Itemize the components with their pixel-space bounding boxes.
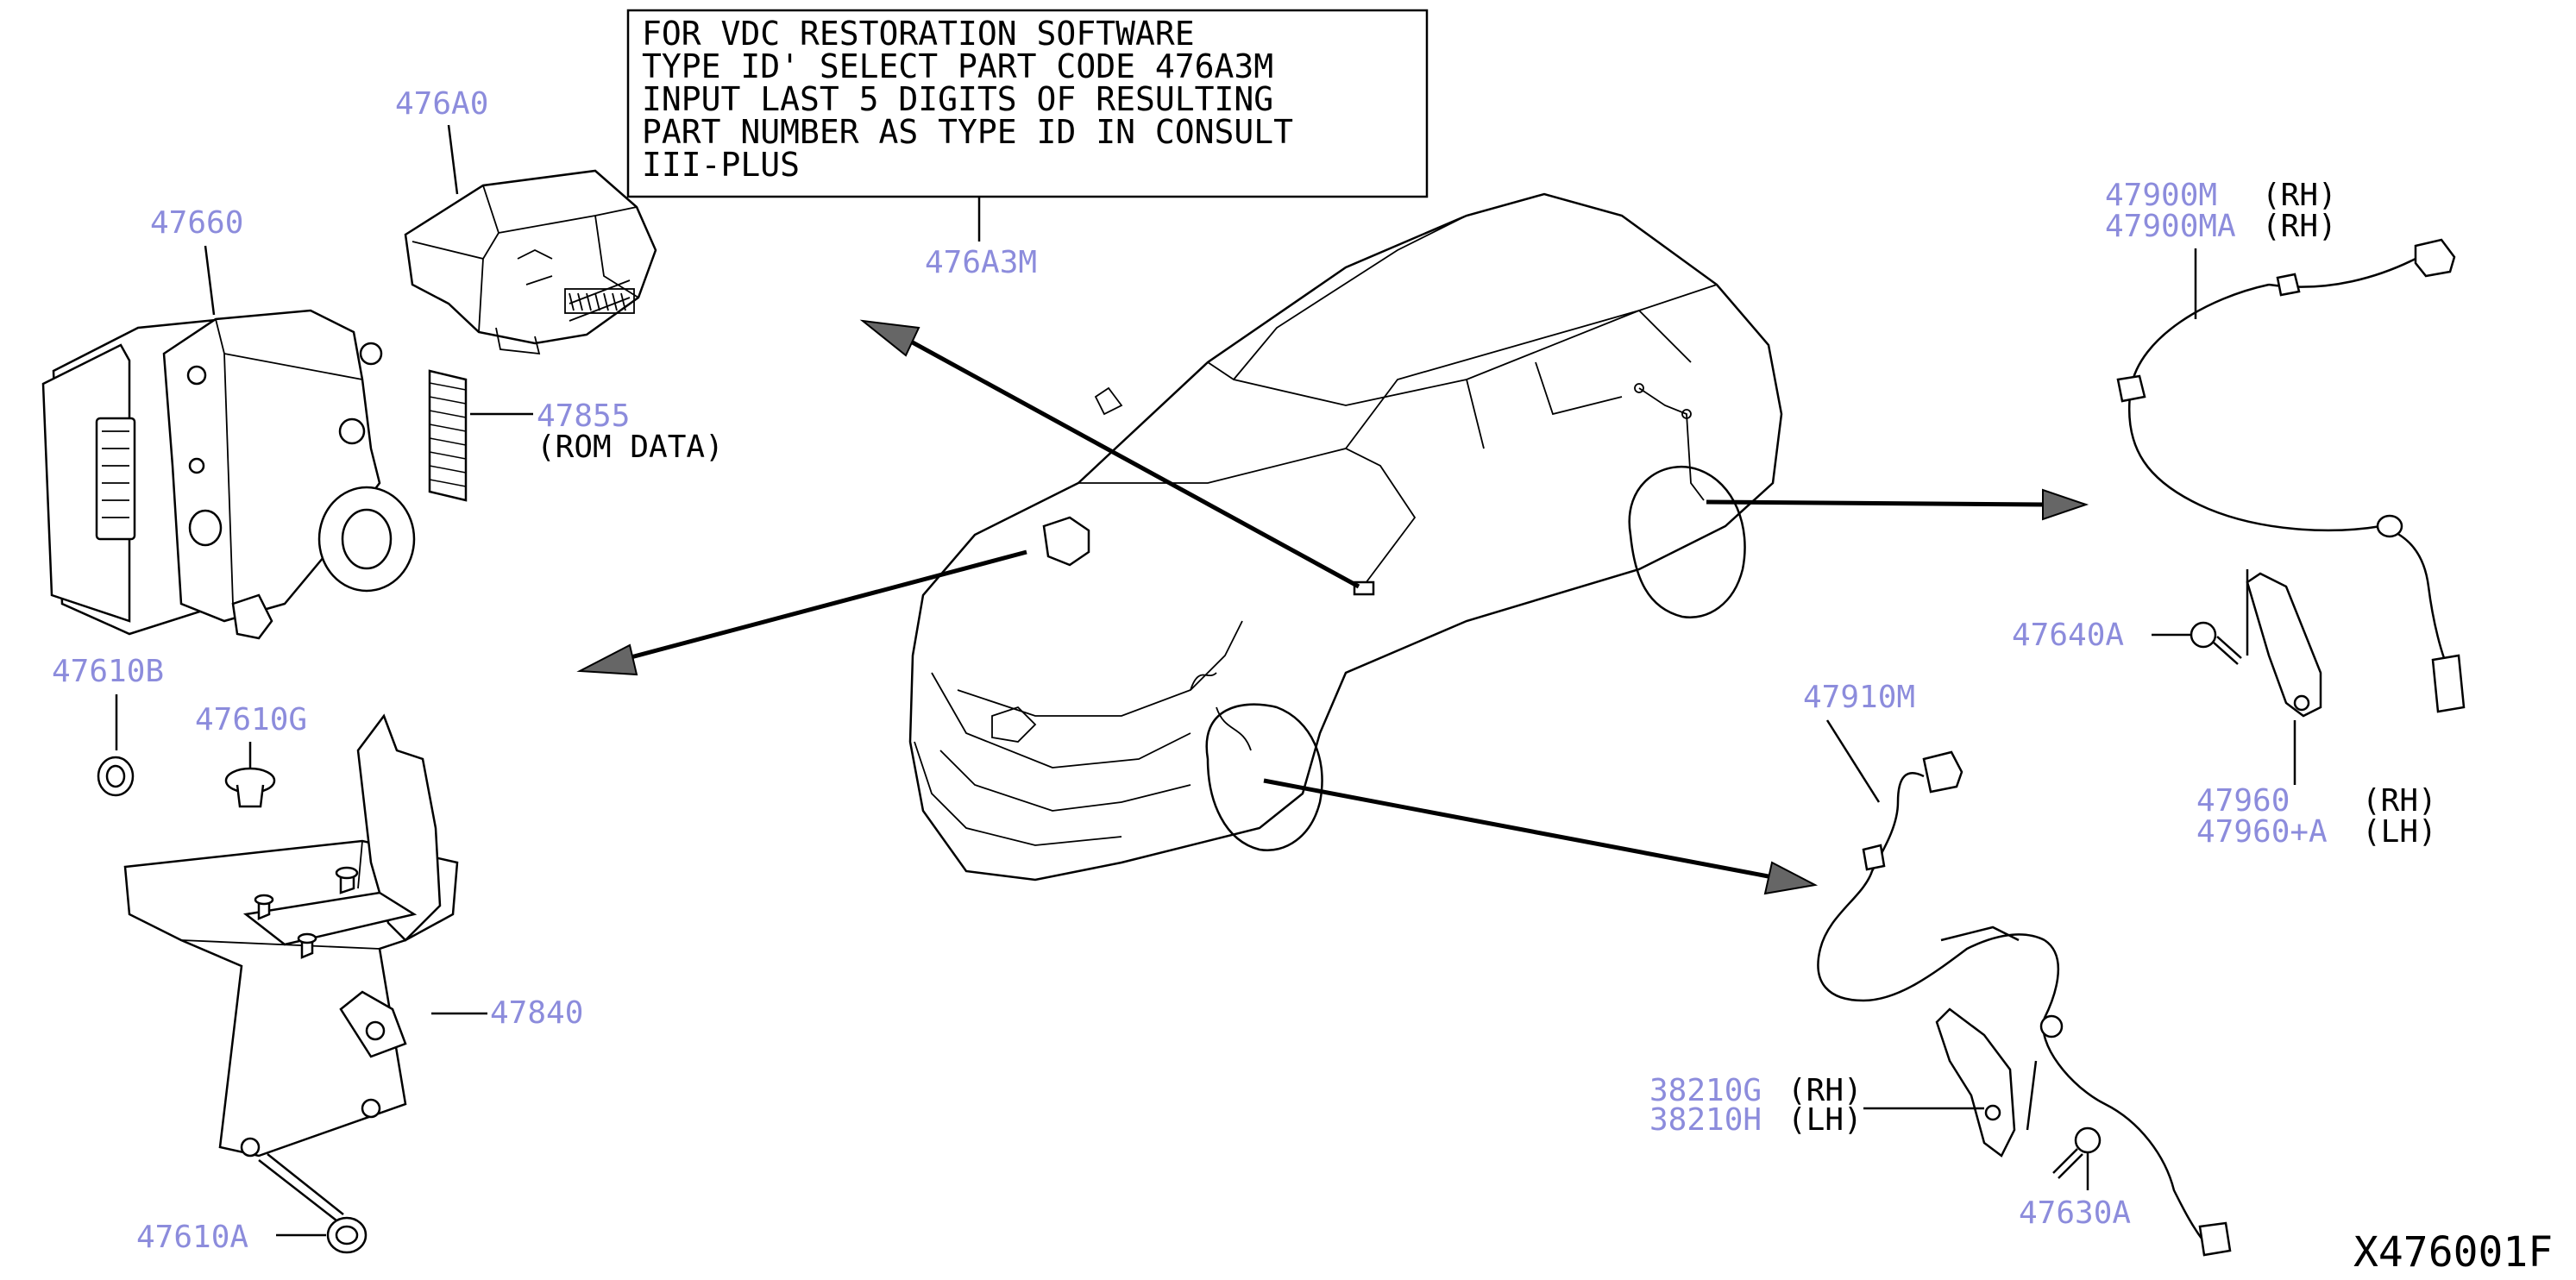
note-line-1: FOR VDC RESTORATION SOFTWARE — [642, 15, 1195, 53]
part-number-47900M: 47900M — [2105, 178, 2217, 213]
part-number-47855: 47855 — [537, 398, 630, 434]
note-box: FOR VDC RESTORATION SOFTWARE TYPE ID' SE… — [626, 9, 1429, 280]
part-number-476A3M: 476A3M — [925, 245, 1037, 280]
part-number-47960: 47960 — [2196, 783, 2290, 819]
part-number-47630A: 47630A — [2019, 1195, 2131, 1231]
rom-data-label: (ROM DATA) — [537, 430, 724, 465]
part-number-476A0: 476A0 — [395, 86, 488, 122]
part-number-38210H: 38210H — [1649, 1102, 1762, 1138]
part-number-47910M: 47910M — [1803, 680, 1915, 715]
part-number-47610A: 47610A — [136, 1220, 248, 1255]
abs-actuator-47660: 47660 — [41, 205, 416, 640]
vehicle-illustration — [908, 192, 1783, 882]
side-lh-4: (LH) — [1787, 1102, 1863, 1138]
bolt-47610A: 47610A — [136, 1153, 368, 1255]
part-number-47660: 47660 — [150, 205, 243, 241]
note-line-3: INPUT LAST 5 DIGITS OF RESULTING — [642, 80, 1273, 118]
note-line-4: PART NUMBER AS TYPE ID IN CONSULT — [642, 113, 1293, 151]
part-number-47900MA: 47900MA — [2105, 209, 2236, 244]
part-number-38210G: 38210G — [1649, 1073, 1762, 1108]
part-number-47610G: 47610G — [195, 702, 307, 737]
drawing-reference: X476001F — [2353, 1228, 2553, 1277]
nut-47610B: 47610B — [52, 654, 164, 797]
rear-wheel-sensor-47900M: 47900M (RH) 47900MA (RH) — [2105, 178, 2466, 713]
part-number-47840: 47840 — [490, 995, 583, 1031]
bracket-47840: 47840 — [123, 713, 583, 1158]
note-line-2: TYPE ID' SELECT PART CODE 476A3M — [642, 47, 1273, 85]
sensor-bracket-38210G: 38210G (RH) 38210H (LH) — [1649, 1007, 2038, 1158]
front-wheel-sensor-47910M: 47910M — [1803, 680, 2232, 1257]
part-number-47640A: 47640A — [2012, 618, 2124, 653]
side-rh-3: (RH) — [2362, 783, 2437, 819]
side-rh-1: (RH) — [2262, 178, 2337, 213]
bolt-47640A: 47640A — [2012, 618, 2242, 665]
pointer-arrows — [576, 319, 2089, 895]
grommet-47610G: 47610G — [195, 702, 307, 808]
side-rh-2: (RH) — [2262, 209, 2337, 244]
sensor-bracket-47960: 47960 (RH) 47960+A (LH) — [2196, 569, 2437, 850]
note-line-5: III-PLUS — [642, 146, 800, 184]
side-rh-4: (RH) — [1787, 1073, 1863, 1108]
control-unit-476A0: 476A0 — [395, 86, 657, 355]
part-number-47960A: 47960+A — [2196, 814, 2328, 850]
bolt-47630A: 47630A — [2019, 1126, 2131, 1231]
rom-data-label-47855: 47855 (ROM DATA) — [428, 369, 724, 502]
part-number-47610B: 47610B — [52, 654, 164, 689]
side-lh-3: (LH) — [2362, 814, 2437, 850]
